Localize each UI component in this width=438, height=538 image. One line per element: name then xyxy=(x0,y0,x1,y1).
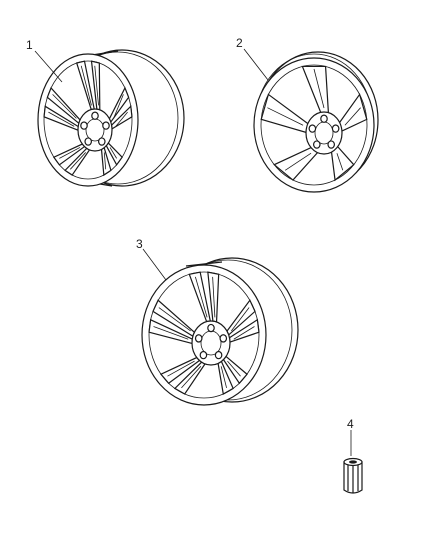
w2-spoke-ridge xyxy=(313,68,325,109)
w3-lug-hole xyxy=(219,334,228,343)
w1-lug-hole xyxy=(102,121,110,130)
w1-spoke-ridge xyxy=(113,94,124,119)
wheel-3-face-lip xyxy=(148,271,260,399)
w1-spoke-ridge xyxy=(70,152,87,170)
w3-spoke-ridge xyxy=(158,307,191,332)
w1-spoke-ridge xyxy=(115,111,128,127)
w1-lug-hole xyxy=(84,137,93,146)
wheel-2-face-lip xyxy=(260,64,368,186)
w3-spoke-ridge xyxy=(167,360,195,377)
wheel-3-spokes xyxy=(148,271,260,395)
w3-lug-hole xyxy=(207,323,215,333)
callout-1[interactable]: 1 xyxy=(26,38,33,52)
wheel-1-lug-holes xyxy=(80,111,110,146)
wheel-1[interactable] xyxy=(37,49,185,187)
w1-lug-hole xyxy=(91,111,99,120)
w1-lug-hole xyxy=(97,137,106,146)
w1-spoke-ridge xyxy=(59,147,81,159)
wheel-3[interactable] xyxy=(141,257,299,406)
w2-spoke-ridge xyxy=(336,153,344,171)
w2-lug-hole xyxy=(313,140,321,149)
leader-line-3 xyxy=(142,248,167,281)
leader-line-2 xyxy=(243,48,269,81)
w1-spoke-ridge xyxy=(48,111,75,127)
w2-lug-hole xyxy=(320,114,328,123)
w3-spoke-ridge xyxy=(194,276,208,318)
wheel-1-spokes xyxy=(43,60,133,177)
wheel-2-lug-holes xyxy=(308,114,340,149)
w1-lug-hole xyxy=(80,121,88,130)
wheel-2[interactable] xyxy=(253,51,379,193)
lug-nut-top-hole xyxy=(349,460,357,464)
wheel-3-lug-holes xyxy=(194,323,228,360)
w2-spoke-ridge xyxy=(344,107,361,126)
wheel-1-face-lip xyxy=(43,60,133,180)
leader-line-1 xyxy=(34,50,63,83)
w2-lug-hole xyxy=(327,140,335,149)
w3-lug-hole xyxy=(214,350,223,360)
w2-lug-hole xyxy=(331,124,340,133)
w3-lug-hole xyxy=(194,334,203,343)
w1-spoke-ridge xyxy=(52,94,77,119)
callout-4[interactable]: 4 xyxy=(347,417,354,431)
w2-spoke-ridge xyxy=(284,152,312,171)
w1-spoke-ridge xyxy=(94,65,99,106)
w3-spoke-ridge xyxy=(212,276,216,318)
w1-spoke-ridge xyxy=(80,65,92,106)
w3-spoke-ridge xyxy=(231,307,250,332)
w1-spoke-ridge xyxy=(109,147,117,159)
lug-nut[interactable] xyxy=(343,457,363,494)
w3-spoke-ridge xyxy=(181,366,202,389)
w3-spoke-ridge xyxy=(233,326,255,340)
w3-lug-hole xyxy=(199,350,208,360)
callout-2[interactable]: 2 xyxy=(236,36,243,50)
w3-spoke-ridge xyxy=(220,366,227,389)
callout-3[interactable]: 3 xyxy=(136,237,143,251)
w1-spoke-ridge xyxy=(103,152,107,170)
w3-spoke-ridge xyxy=(227,360,241,377)
w2-lug-hole xyxy=(308,124,317,133)
lug-nut-flats xyxy=(347,462,359,493)
w3-spoke-ridge xyxy=(153,326,189,340)
w2-spoke-ridge xyxy=(267,107,304,126)
